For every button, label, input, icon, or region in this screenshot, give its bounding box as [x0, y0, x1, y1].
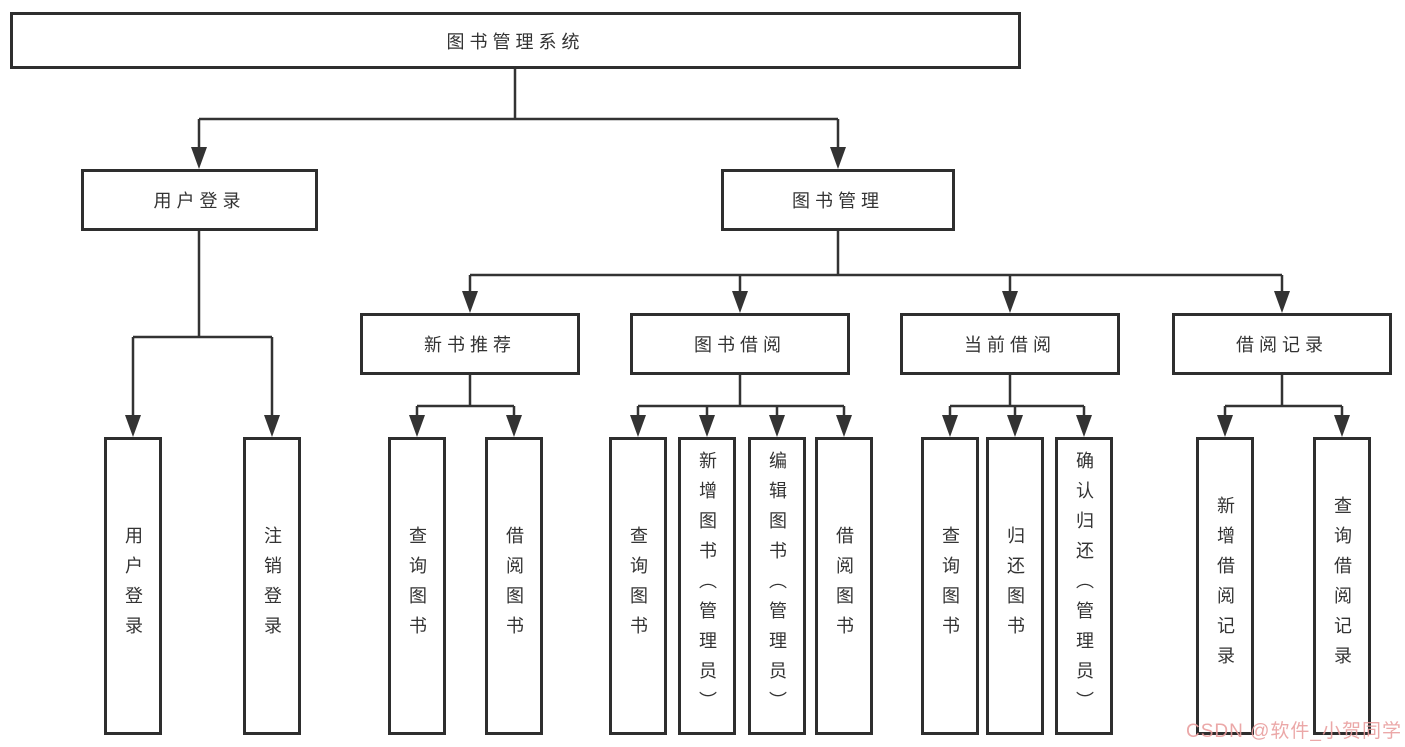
node-leaf-logout: 注销登录	[243, 437, 301, 735]
node-leaf-add-book-admin: 新增图书（管理员）	[678, 437, 736, 735]
node-leaf-confirm-return-admin: 确认归还（管理员）	[1055, 437, 1113, 735]
node-leaf-query-books-borrow: 查询图书	[609, 437, 667, 735]
node-leaf-add-borrow-record: 新增借阅记录	[1196, 437, 1254, 735]
node-user-login: 用户登录	[81, 169, 318, 231]
node-new-book-recommendation: 新书推荐	[360, 313, 580, 375]
node-leaf-edit-book-admin: 编辑图书（管理员）	[748, 437, 806, 735]
node-leaf-borrow-books-recommend: 借阅图书	[485, 437, 543, 735]
node-leaf-query-books-current: 查询图书	[921, 437, 979, 735]
tree-edge-lines	[131, 69, 1344, 420]
node-leaf-borrow-books-borrow: 借阅图书	[815, 437, 873, 735]
arrowhead-icons	[125, 147, 1350, 437]
node-book-borrowing: 图书借阅	[630, 313, 850, 375]
node-current-borrowing: 当前借阅	[900, 313, 1120, 375]
csdn-watermark: CSDN @软件_小贺同学	[1186, 721, 1402, 742]
node-leaf-return-book: 归还图书	[986, 437, 1044, 735]
node-borrowing-records: 借阅记录	[1172, 313, 1392, 375]
node-book-management: 图书管理	[721, 169, 955, 231]
node-library-management-system: 图书管理系统	[10, 12, 1021, 69]
node-leaf-user-login: 用户登录	[104, 437, 162, 735]
node-leaf-query-borrow-record: 查询借阅记录	[1313, 437, 1371, 735]
node-leaf-query-books-recommend: 查询图书	[388, 437, 446, 735]
